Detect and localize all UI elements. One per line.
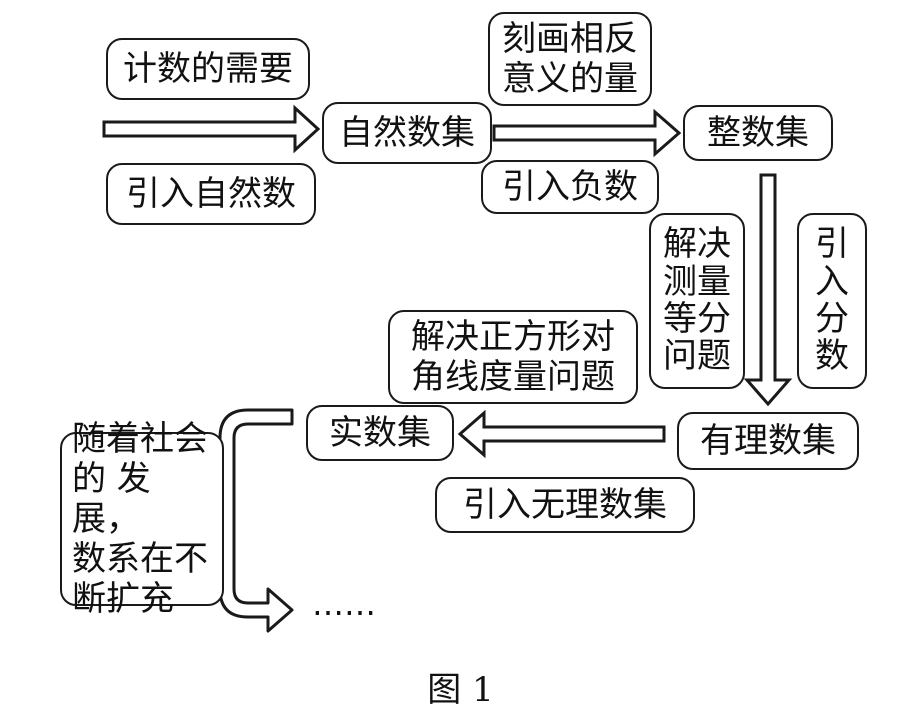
- operation-introduce-natural: 引入自然数: [106, 163, 316, 225]
- operation-introduce-fraction: 引 入 分 数: [797, 213, 867, 389]
- continuation-ellipsis: ……: [312, 585, 376, 623]
- node-integer-set: 整数集: [683, 105, 833, 161]
- arrow-natural-to-integer: [492, 108, 682, 158]
- figure-caption: 图 1: [427, 670, 494, 710]
- arrow-start-to-natural: [102, 104, 321, 154]
- node-rational-set: 有理数集: [677, 412, 859, 470]
- reason-measurement-division: 解决 测量 等分 问题: [649, 213, 745, 389]
- reason-counting-need: 计数的需要: [106, 38, 310, 100]
- arrow-rational-to-real: [457, 409, 666, 459]
- arrow-integer-to-rational: [743, 173, 793, 407]
- reason-social-development: 随着社会 的 发 展， 数系在不 断扩充: [60, 419, 224, 619]
- node-natural-set: 自然数集: [322, 102, 492, 164]
- operation-introduce-negative: 引入负数: [481, 160, 659, 214]
- operation-introduce-irrational: 引入无理数集: [435, 477, 695, 533]
- arrow-real-to-continuation: [218, 408, 294, 633]
- reason-opposite-quantity: 刻画相反 意义的量: [488, 12, 652, 106]
- node-real-set: 实数集: [306, 405, 454, 461]
- reason-square-diagonal: 解决正方形对 角线度量问题: [388, 310, 638, 404]
